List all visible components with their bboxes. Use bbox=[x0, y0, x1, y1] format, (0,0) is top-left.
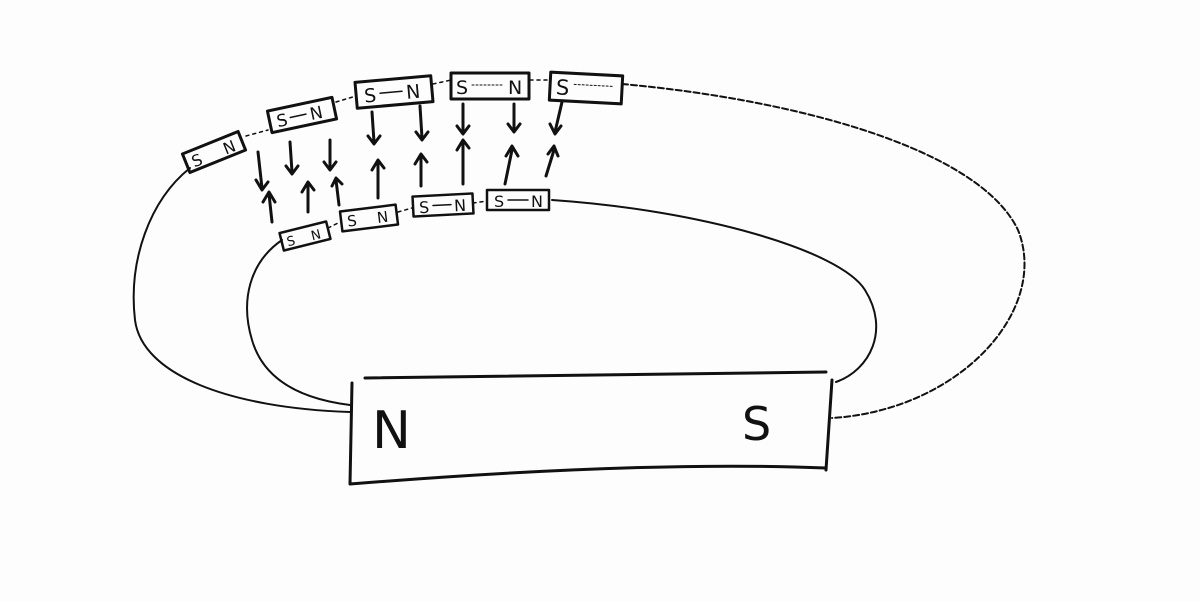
up-arrow-icon bbox=[261, 190, 277, 224]
outer-field-line-right bbox=[621, 83, 1026, 419]
down-arrow-icon bbox=[284, 140, 300, 176]
svg-text:S: S bbox=[285, 234, 297, 251]
outer-compass-3: S N bbox=[353, 74, 435, 110]
svg-text:N: N bbox=[508, 77, 522, 99]
up-arrow-icon bbox=[503, 144, 520, 186]
north-pole-label: N bbox=[372, 401, 411, 461]
down-arrow-icon bbox=[455, 102, 471, 136]
svg-text:S: S bbox=[494, 192, 504, 211]
svg-text:S: S bbox=[189, 150, 206, 171]
svg-text:N: N bbox=[376, 208, 389, 227]
up-arrow-icon bbox=[300, 180, 316, 214]
down-arrow-icon bbox=[548, 100, 564, 136]
svg-text:N: N bbox=[308, 103, 325, 125]
outer-compass-4: S N bbox=[449, 71, 531, 101]
inner-compass-1: S N bbox=[278, 220, 332, 252]
connector-dashes bbox=[245, 79, 551, 229]
down-arrow-icon bbox=[322, 138, 338, 172]
bar-magnet: N S bbox=[348, 370, 834, 486]
svg-text:N: N bbox=[310, 227, 323, 244]
up-arrow-icon bbox=[544, 144, 560, 178]
down-arrow-icon bbox=[254, 150, 270, 192]
inner-compass-2: S N bbox=[338, 203, 400, 233]
svg-text:S: S bbox=[363, 85, 377, 108]
svg-text:S: S bbox=[419, 198, 430, 218]
inner-compass-3: S N bbox=[411, 192, 475, 218]
outer-field-line-left bbox=[132, 167, 351, 413]
up-arrow-icon bbox=[455, 138, 471, 186]
down-arrow-icon bbox=[414, 104, 430, 142]
outer-compass-1: S N bbox=[180, 129, 248, 175]
up-arrow-icon bbox=[370, 158, 386, 200]
svg-text:N: N bbox=[454, 196, 467, 216]
svg-text:N: N bbox=[405, 81, 421, 104]
inner-field-line-right bbox=[551, 199, 878, 383]
down-arrow-icon bbox=[366, 110, 382, 146]
svg-text:S: S bbox=[275, 110, 290, 132]
field-arrows bbox=[254, 100, 564, 224]
up-arrow-icon bbox=[413, 152, 429, 188]
inner-compass-4: S N bbox=[485, 188, 551, 212]
svg-text:S: S bbox=[346, 212, 358, 231]
inner-field-line-left bbox=[246, 239, 351, 406]
outer-compass-5: S bbox=[547, 70, 625, 106]
svg-text:N: N bbox=[531, 192, 543, 211]
up-arrow-icon bbox=[330, 176, 344, 207]
south-pole-label: S bbox=[742, 397, 771, 451]
svg-text:S: S bbox=[456, 77, 468, 99]
svg-text:S: S bbox=[555, 75, 570, 100]
outer-compass-2: S N bbox=[265, 95, 339, 135]
down-arrow-icon bbox=[506, 102, 522, 134]
